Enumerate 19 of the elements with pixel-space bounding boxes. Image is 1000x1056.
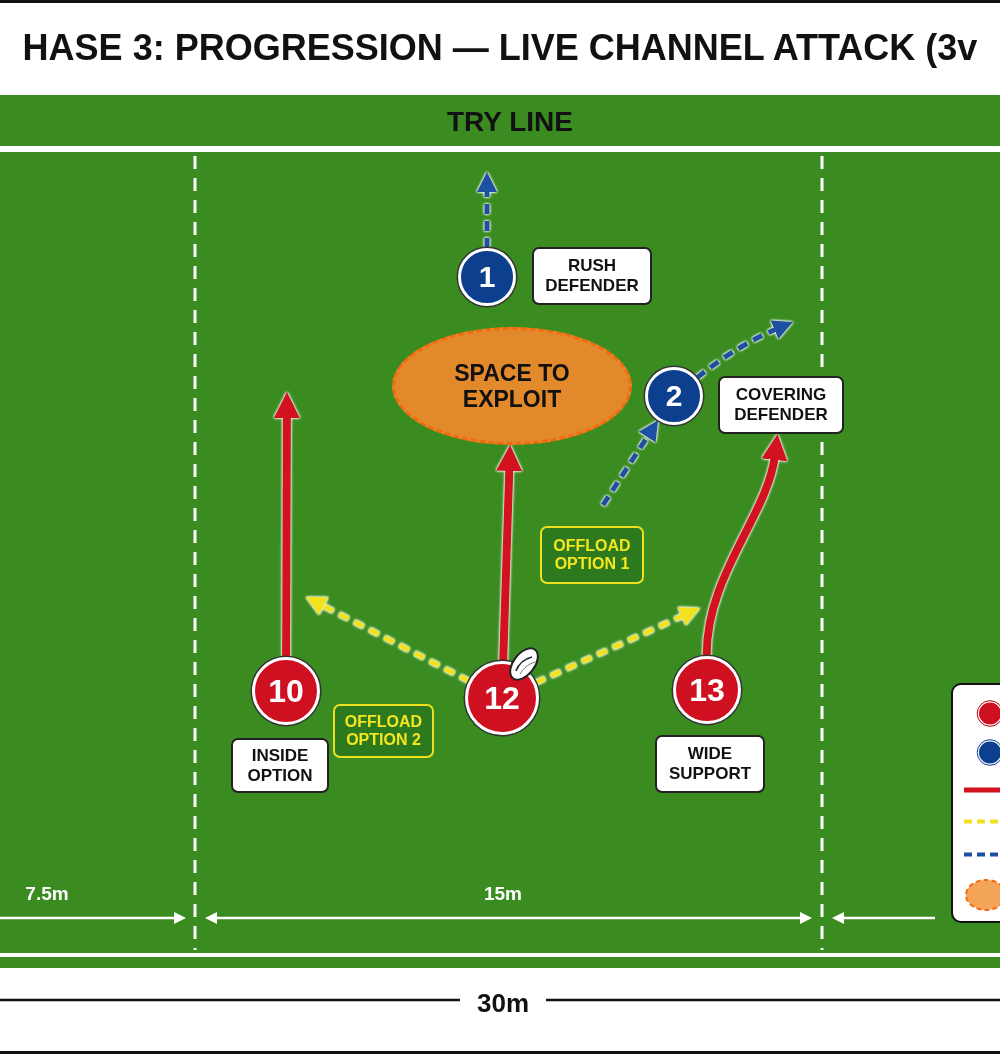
dimension-label: 15m <box>484 883 522 903</box>
title: HASE 3: PROGRESSION — LIVE CHANNEL ATTACK (3v <box>22 30 978 66</box>
dashed-arrow <box>306 596 471 684</box>
dashed-arrow <box>477 172 497 248</box>
offload-tag: OFFLOAD OPTION 1 <box>540 526 644 584</box>
run-arrow <box>496 445 523 662</box>
offload-tag: OFFLOAD OPTION 2 <box>333 704 434 758</box>
dimension-label: 30m <box>477 990 529 1016</box>
run-arrow <box>273 392 300 657</box>
role-tag: RUSH DEFENDER <box>532 247 652 305</box>
dimension-label: 7.5m <box>25 883 69 903</box>
run-arrow <box>702 434 787 657</box>
dashed-arrow <box>534 607 700 685</box>
dashed-arrow <box>695 320 793 380</box>
role-tag: WIDE SUPPORT <box>655 735 765 793</box>
role-tag: INSIDE OPTION <box>231 738 329 793</box>
try-line-label: TRY LINE <box>447 108 573 136</box>
role-tag: COVERING DEFENDER <box>718 376 844 434</box>
dashed-arrow <box>600 420 659 507</box>
